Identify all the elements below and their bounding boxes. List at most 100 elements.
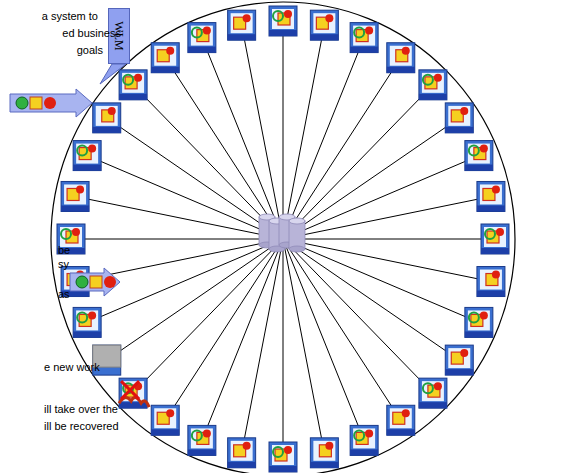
wlm-pointer <box>100 64 126 84</box>
system-icon <box>188 23 216 53</box>
icon-base <box>445 127 473 133</box>
spoke-line <box>283 196 491 239</box>
icon-screen <box>390 46 412 66</box>
work-arrow <box>10 89 92 117</box>
icon-base <box>188 449 216 455</box>
icon-screen <box>76 310 98 330</box>
system-icon <box>93 103 121 133</box>
icon-ring <box>192 430 202 440</box>
system-icon <box>310 10 338 40</box>
icon-ball <box>492 271 500 279</box>
system-icon <box>228 438 256 468</box>
system-icon <box>387 405 415 435</box>
icon-ring <box>469 312 479 322</box>
icon-screen <box>480 184 502 204</box>
icon-screen <box>353 428 375 448</box>
note-text: ill take over the <box>44 403 118 416</box>
failure-cross <box>121 381 139 399</box>
flame <box>119 398 149 408</box>
ring-outline <box>51 2 515 473</box>
icon-screen <box>422 73 444 93</box>
icon-frame <box>445 345 473 375</box>
icon-ball <box>460 349 468 357</box>
icon-screen <box>76 144 98 164</box>
icon-screen <box>122 73 144 93</box>
icon-screen <box>468 144 490 164</box>
spoke-line <box>87 156 283 239</box>
spoke-line <box>133 239 283 393</box>
icon-ball <box>492 185 500 193</box>
system-icon <box>269 6 297 36</box>
system-icon <box>445 103 473 133</box>
spoke-line <box>283 38 364 239</box>
spoke-line <box>202 38 283 239</box>
icon-base <box>119 94 147 100</box>
system-icon <box>119 378 147 408</box>
icon-frame <box>119 378 147 408</box>
icon-base <box>269 466 297 472</box>
icon-ring <box>77 312 87 322</box>
system-icon <box>445 345 473 375</box>
icon-screen <box>448 348 470 368</box>
work-ring <box>16 97 28 109</box>
icon-screen <box>313 441 335 461</box>
icon-ball <box>480 145 488 153</box>
system-icon <box>61 181 89 211</box>
icon-frame <box>350 425 378 455</box>
icon-screen <box>231 441 253 461</box>
system-icon <box>350 23 378 53</box>
system-icon <box>465 141 493 171</box>
icon-frame <box>93 103 121 133</box>
icon-ring <box>77 146 87 156</box>
icon-ball <box>166 409 174 417</box>
icon-ball <box>460 107 468 115</box>
icon-screen <box>272 445 294 465</box>
icon-frame <box>310 10 338 40</box>
spoke-line <box>107 118 283 239</box>
icon-ball <box>88 311 96 319</box>
icon-base <box>481 248 509 254</box>
spoke-line <box>283 85 433 239</box>
icon-screen <box>272 9 294 29</box>
icon-ring <box>423 383 433 393</box>
spoke-line <box>283 239 324 453</box>
spoke-line <box>242 25 283 239</box>
note-text: be <box>58 244 70 257</box>
system-icon <box>228 10 256 40</box>
icon-screen <box>154 408 176 428</box>
system-icon <box>151 405 179 435</box>
icon-base <box>73 165 101 171</box>
icon-ball <box>243 442 251 450</box>
spoke-line <box>283 239 495 240</box>
icon-frame <box>477 181 505 211</box>
icon-base <box>269 30 297 36</box>
icon-ball <box>325 442 333 450</box>
system-icon <box>465 307 493 337</box>
icon-frame <box>188 425 216 455</box>
icon-screen <box>231 13 253 33</box>
icon-screen <box>448 106 470 126</box>
icon-base <box>228 34 256 40</box>
icon-frame <box>350 23 378 53</box>
icon-ball <box>284 446 292 454</box>
icon-frame <box>269 6 297 36</box>
spokes <box>71 21 495 457</box>
icon-base <box>61 205 89 211</box>
icon-screen <box>154 46 176 66</box>
icon-frame <box>119 70 147 100</box>
icon-frame <box>465 307 493 337</box>
icon-ball <box>284 10 292 18</box>
icon-frame <box>73 141 101 171</box>
icon-ring <box>273 11 283 21</box>
spoke-line <box>283 239 433 393</box>
icon-base <box>73 331 101 337</box>
arrow-shape <box>10 89 92 117</box>
icon-ball <box>203 429 211 437</box>
icon-frame <box>477 267 505 297</box>
icon-base <box>310 462 338 468</box>
icon-ring <box>61 229 71 239</box>
system-icon <box>73 141 101 171</box>
icon-ring <box>192 28 202 38</box>
system-icon <box>419 378 447 408</box>
icon-screen <box>64 184 86 204</box>
